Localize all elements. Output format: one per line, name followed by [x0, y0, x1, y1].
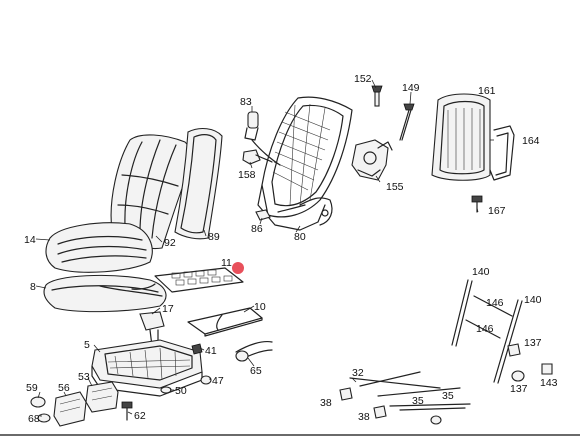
label-65: 65	[250, 365, 262, 377]
label-140-lower: 140	[524, 294, 542, 306]
label-53: 53	[78, 371, 90, 383]
label-167: 167	[488, 205, 506, 217]
label-83: 83	[240, 96, 252, 108]
label-137-lower: 137	[510, 383, 528, 395]
part-62-screw	[121, 401, 133, 421]
part-56-cover	[53, 391, 87, 427]
label-152: 152	[354, 73, 372, 85]
label-38-left: 38	[320, 397, 332, 409]
part-155-recliner	[351, 139, 393, 181]
label-158: 158	[238, 169, 256, 181]
label-137-upper: 137	[524, 337, 542, 349]
label-143: 143	[540, 377, 558, 389]
part-83-actuator	[244, 111, 281, 166]
label-149: 149	[402, 82, 420, 94]
label-14: 14	[24, 234, 36, 246]
label-164: 164	[522, 135, 540, 147]
seat-cushion-base	[43, 274, 167, 313]
label-38-right: 38	[358, 411, 370, 423]
part-149-rod	[399, 103, 415, 141]
part-41-fastener	[191, 343, 203, 355]
part-68-knob	[37, 413, 51, 423]
label-35-right: 35	[442, 390, 454, 402]
label-161: 161	[478, 85, 496, 97]
part-47-bushing	[200, 375, 212, 385]
part-164-frame	[489, 125, 515, 181]
part-5-seat-frame	[91, 339, 203, 397]
part-32-35-cables	[339, 371, 471, 425]
part-140-rails	[451, 279, 523, 384]
leader-lines	[35, 79, 494, 417]
label-146-upper: 146	[486, 297, 504, 309]
label-155: 155	[386, 181, 404, 193]
label-140-upper: 140	[472, 266, 490, 278]
part-161-rear-cover	[431, 93, 491, 181]
label-32: 32	[352, 367, 364, 379]
part-86-clip	[255, 209, 271, 221]
label-5: 5	[84, 339, 90, 351]
part-59-knob	[30, 396, 46, 408]
seat-cushion	[45, 222, 153, 273]
part-152-bolt	[371, 85, 383, 107]
part-158-bracket	[242, 149, 273, 165]
label-10: 10	[254, 301, 266, 313]
label-35-left: 35	[412, 395, 424, 407]
part-50-clip	[160, 386, 172, 394]
label-50: 50	[175, 385, 187, 397]
backrest-rear-panel	[174, 127, 223, 240]
part-137-clips	[507, 343, 525, 382]
part-146-rods	[465, 295, 513, 339]
label-68: 68	[28, 413, 40, 425]
part-167-screw	[471, 195, 483, 213]
part-53-cover	[85, 381, 119, 413]
label-41: 41	[205, 345, 217, 357]
label-86: 86	[251, 223, 263, 235]
label-62: 62	[134, 410, 146, 422]
label-17: 17	[162, 303, 174, 315]
callout-labels: 152 149 161 83 164 158 155 167 86 80 14 …	[24, 73, 558, 425]
part-65-strap	[235, 340, 273, 362]
label-8: 8	[30, 281, 36, 293]
part-10-mat	[187, 307, 263, 337]
highlight-marker	[232, 262, 244, 274]
label-59: 59	[26, 382, 38, 394]
label-11: 11	[221, 257, 232, 269]
backrest-frame	[257, 96, 353, 231]
part-143-clip	[541, 363, 553, 375]
label-89: 89	[208, 231, 220, 243]
part-11-heating-mat	[131, 267, 244, 293]
label-80: 80	[294, 231, 306, 243]
label-146-lower: 146	[476, 323, 494, 335]
label-92: 92	[164, 237, 176, 249]
label-56: 56	[58, 382, 70, 394]
label-47: 47	[212, 375, 224, 387]
